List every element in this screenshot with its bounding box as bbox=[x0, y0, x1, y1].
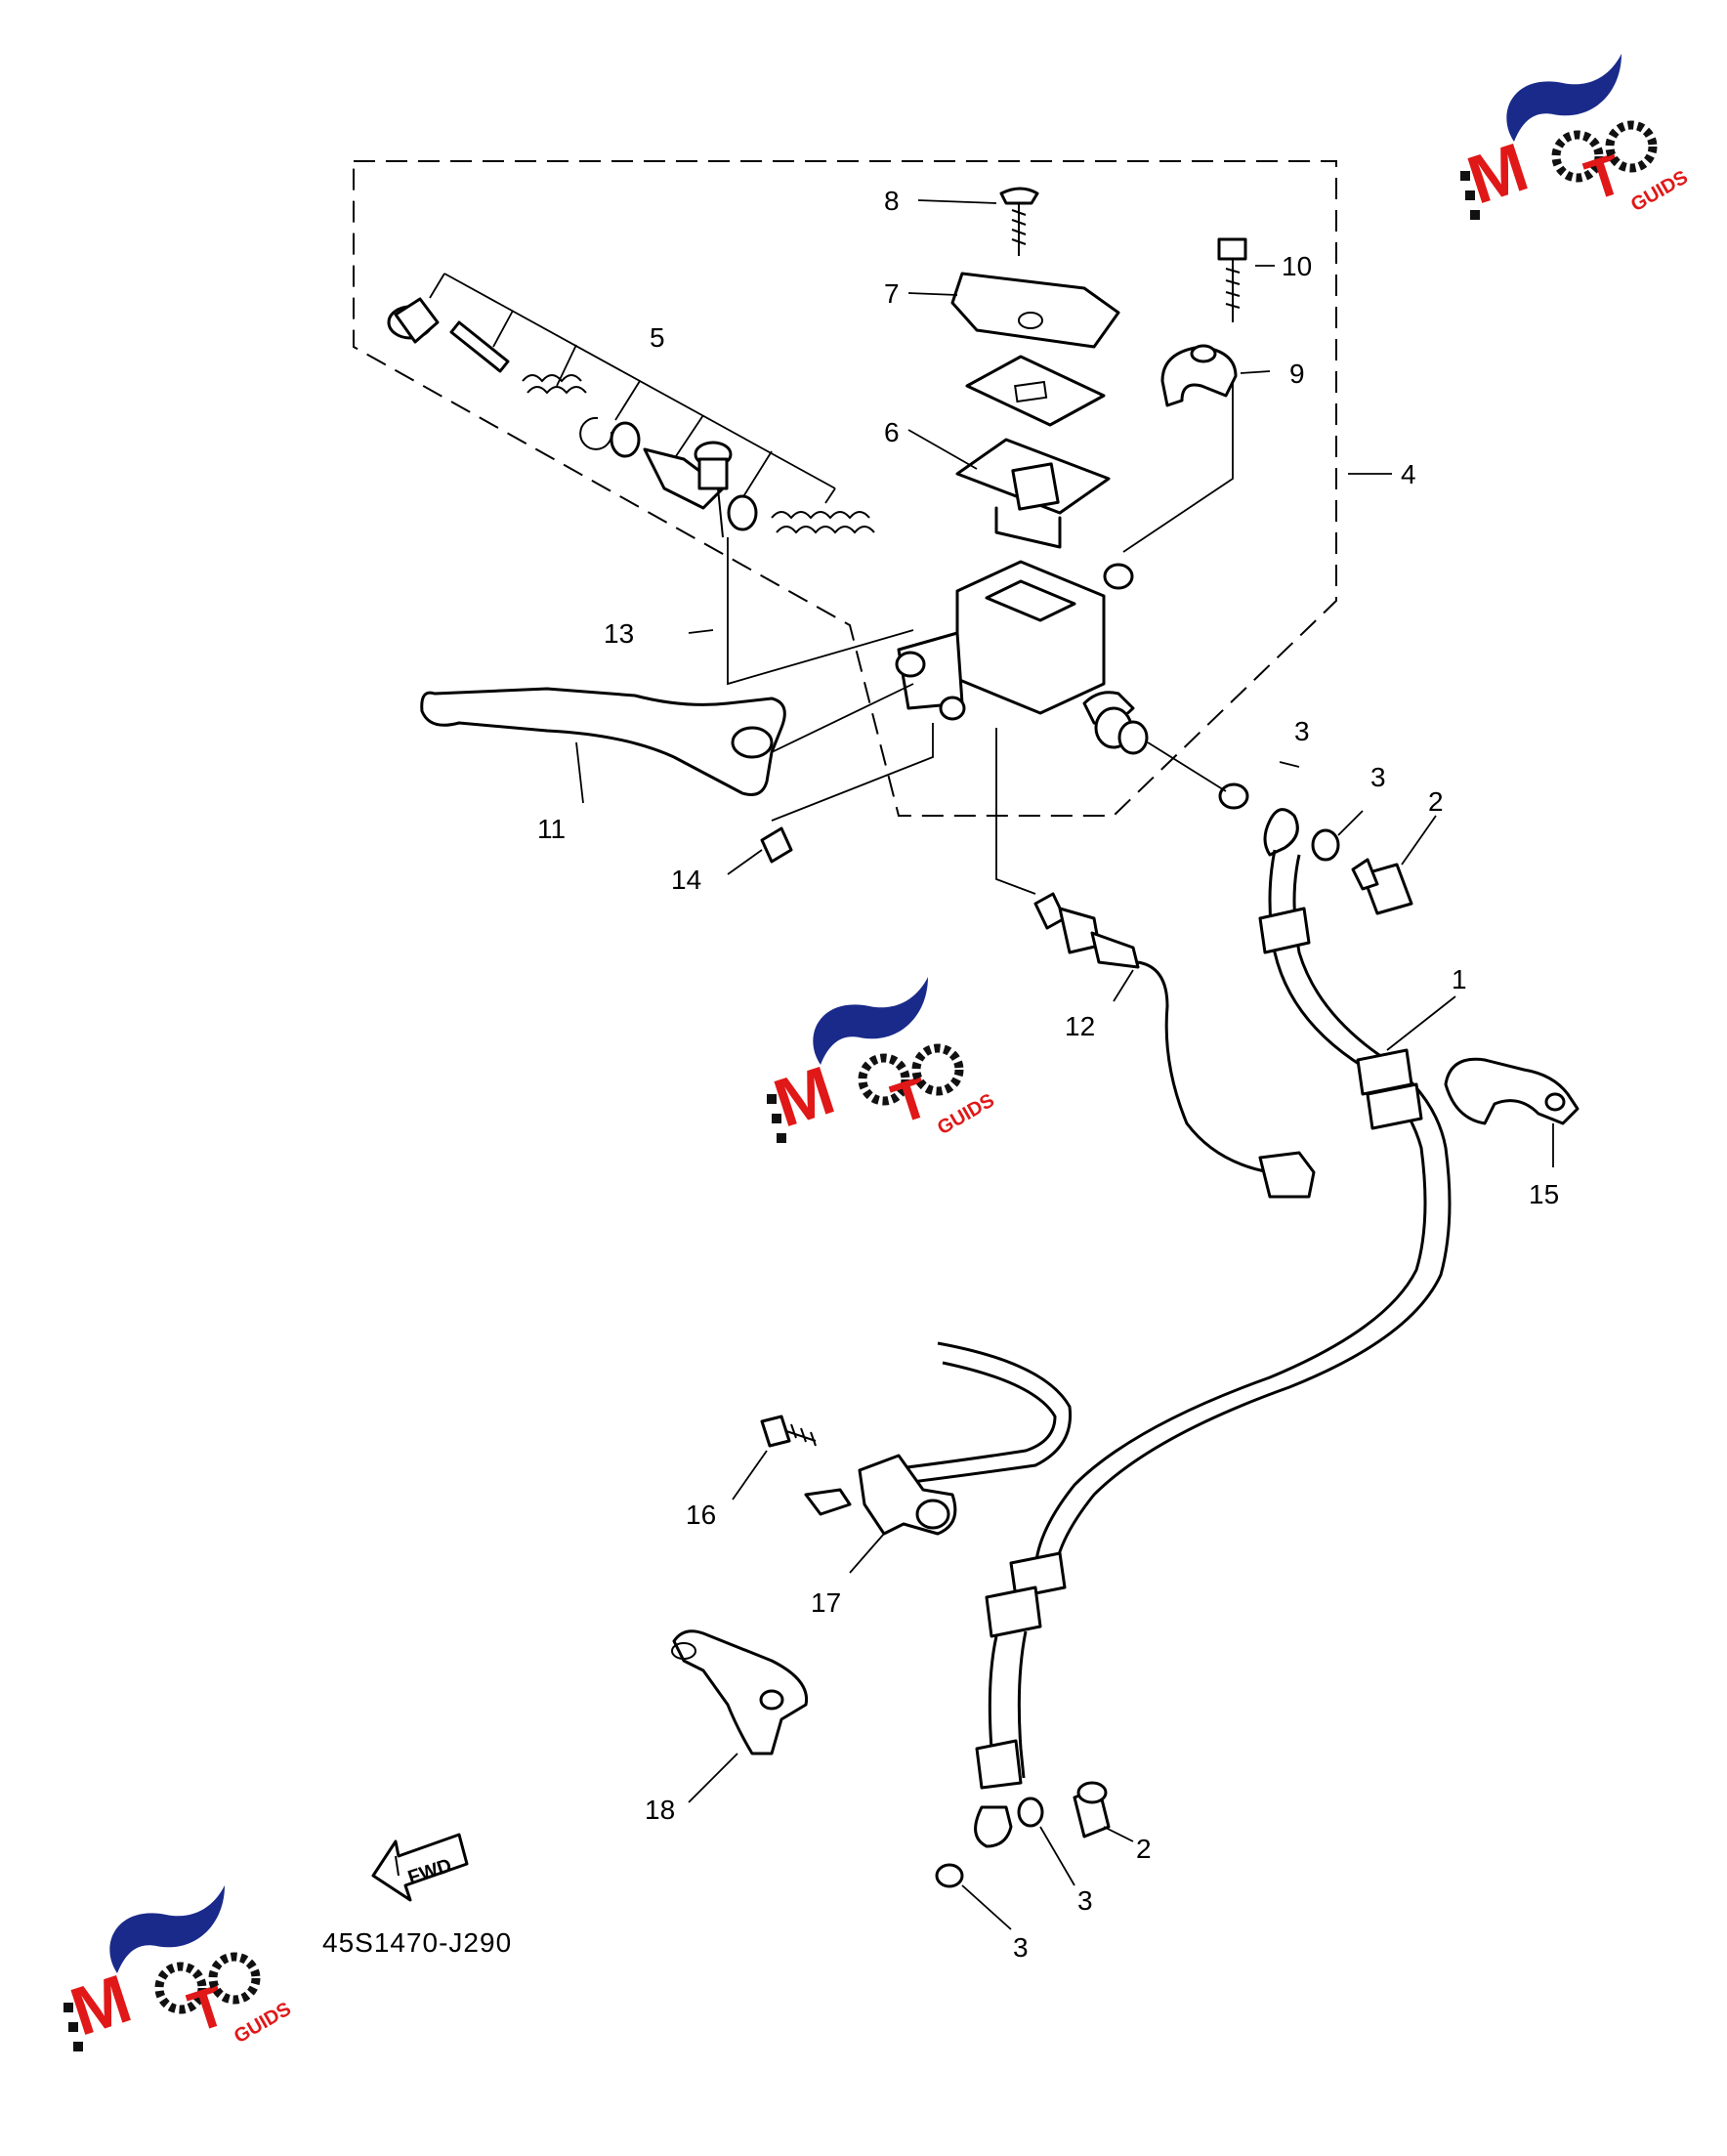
callout-13: 13 bbox=[604, 618, 634, 649]
callout-3: 3 bbox=[1013, 1932, 1029, 1963]
washer bbox=[1311, 828, 1340, 862]
callout-4: 4 bbox=[1401, 459, 1416, 489]
piston-kit-bracket bbox=[429, 273, 836, 504]
diaphragm-plate bbox=[965, 355, 1106, 427]
callout-3: 3 bbox=[1370, 762, 1386, 792]
motoguids-logo-icon bbox=[1458, 54, 1692, 220]
reservoir-screw bbox=[999, 187, 1039, 256]
callout-16: 16 bbox=[686, 1500, 716, 1530]
callout-12: 12 bbox=[1065, 1011, 1095, 1041]
washer bbox=[1218, 782, 1249, 810]
callout-3: 3 bbox=[1077, 1885, 1093, 1916]
callout-17: 17 bbox=[811, 1587, 841, 1618]
brake-hose bbox=[974, 808, 1452, 1848]
guide-bolt bbox=[760, 1415, 817, 1448]
callout-11: 11 bbox=[537, 814, 566, 844]
callout-5: 5 bbox=[650, 322, 665, 353]
callout-6: 6 bbox=[884, 417, 900, 447]
reservoir-cap bbox=[950, 272, 1120, 349]
callout-14: 14 bbox=[671, 865, 701, 895]
leader-lines bbox=[575, 199, 1554, 1930]
banjo-bolt-lower bbox=[1073, 1781, 1111, 1839]
callout-2: 2 bbox=[1428, 786, 1444, 817]
hose-clamp bbox=[1444, 1057, 1580, 1125]
washer bbox=[935, 1863, 964, 1888]
fwd-arrow-icon: FWD bbox=[371, 1833, 469, 1902]
brake-lever bbox=[420, 687, 786, 796]
brake-switch bbox=[1033, 892, 1316, 1199]
holder-bolt bbox=[1217, 237, 1247, 322]
piston-kit-parts bbox=[387, 297, 875, 534]
callout-10: 10 bbox=[1282, 251, 1312, 281]
motoguids-logo-icon bbox=[62, 1885, 295, 2051]
callout-3: 3 bbox=[1294, 716, 1310, 746]
banjo-bolt-upper bbox=[1351, 858, 1413, 915]
diaphragm bbox=[955, 438, 1111, 549]
callout-2: 2 bbox=[1136, 1834, 1152, 1864]
callout-8: 8 bbox=[884, 186, 900, 216]
master-cylinder-body bbox=[895, 560, 1149, 755]
hose-guide bbox=[804, 1341, 1073, 1536]
callout-1: 1 bbox=[1452, 964, 1467, 994]
motoguids-logo-icon bbox=[765, 977, 998, 1143]
lever-pivot-bolt bbox=[694, 441, 733, 538]
callout-9: 9 bbox=[1289, 359, 1305, 389]
callout-18: 18 bbox=[645, 1795, 675, 1825]
handlebar-holder bbox=[1160, 344, 1238, 407]
callout-15: 15 bbox=[1529, 1179, 1559, 1209]
drawing-code: 45S1470-J290 bbox=[322, 1927, 512, 1958]
washer bbox=[1017, 1797, 1044, 1828]
assembly-boundary bbox=[353, 160, 1337, 817]
hose-guide-lower bbox=[671, 1629, 809, 1755]
lever-nut bbox=[760, 826, 793, 864]
callout-7: 7 bbox=[884, 278, 900, 309]
